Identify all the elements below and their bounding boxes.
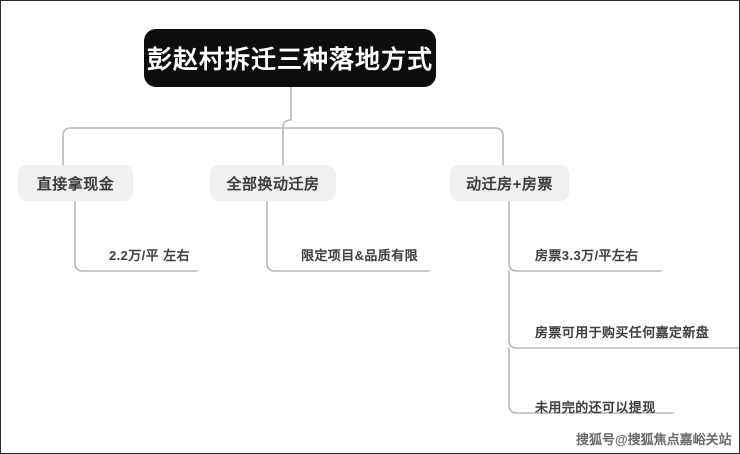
leaf-label: 限定项目&品质有限 [301,248,418,263]
root-node[interactable]: 彭赵村拆迁三种落地方式 [144,29,436,87]
branch-node-direct-cash[interactable]: 直接拿现金 [18,165,133,201]
leaf-label: 房票3.3万/平左右 [535,248,639,263]
connector-root-to-branch-2 [290,127,504,166]
connector-root-to-branch-1 [282,119,292,166]
branch-node-relocation-housing[interactable]: 全部换动迁房 [210,165,336,201]
branch-node-housing-plus-voucher[interactable]: 动迁房+房票 [450,165,569,201]
leaf-label: 2.2万/平 左右 [109,248,190,263]
watermark-text: 搜狐号@搜狐焦点嘉峪关站 [576,432,732,447]
leaf-label: 房票可用于购买任何嘉定新盘 [535,325,710,340]
leaf-label: 未用完的还可以提现 [535,400,656,415]
connector-root-to-branch-0 [62,127,292,166]
